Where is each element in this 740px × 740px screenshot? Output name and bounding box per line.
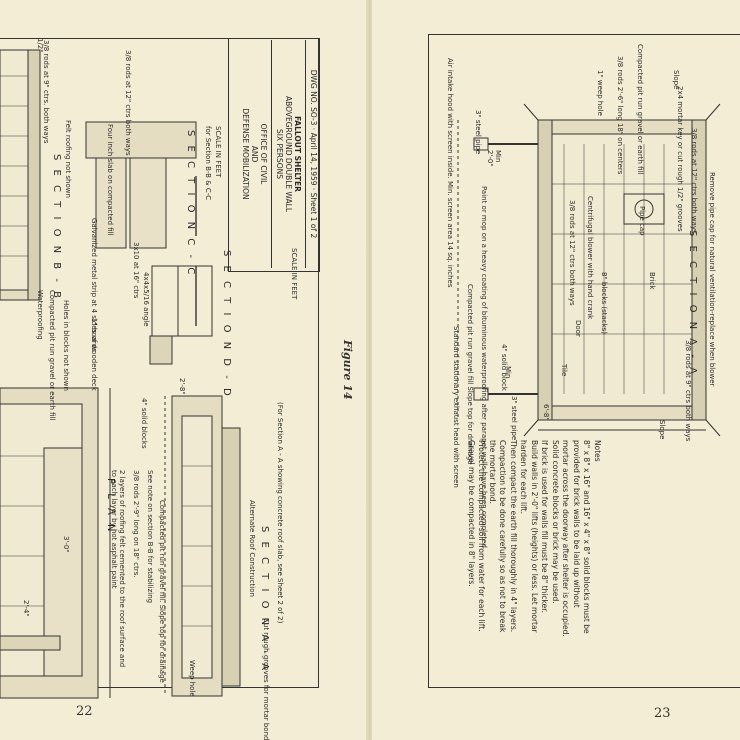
label-galvanized: Galvanized metal strip at 4 sides of woo… bbox=[90, 218, 98, 391]
label-dim-6-8: 6'-8" bbox=[542, 404, 550, 421]
right-drawing-frame bbox=[428, 34, 740, 688]
label-weep-hole: Weep hole bbox=[188, 660, 196, 697]
page-number-right: 23 bbox=[654, 706, 671, 721]
label-compacted-gravel: Compacted pit run gravel or earth fill bbox=[636, 44, 644, 175]
label-rods-9: 3/8 rods at 9" ctrs both ways bbox=[684, 340, 692, 442]
right-page: Air intake hood with screen inside. Min.… bbox=[341, 0, 740, 740]
label-four-inch-slab: Four inch slab on compacted fill bbox=[106, 124, 114, 236]
label-rods-12: 3/8 rods at 12" ctrs both ways bbox=[124, 50, 132, 156]
label-dim-2-0: 2'-0" bbox=[486, 150, 494, 167]
note-line: Build walls in 2'-0" lifts (heights) or … bbox=[530, 440, 539, 633]
label-standard-exhaust: Standard stationary exhaust head with sc… bbox=[452, 326, 460, 488]
book-gutter bbox=[366, 0, 374, 740]
label-mortar-key: 2x4 mortar key or cut rough 1/2" grooves bbox=[676, 86, 684, 232]
note-line: provided for brick walls to be laid up w… bbox=[572, 440, 581, 608]
section-cc-title: S E C T I O N C - C bbox=[185, 130, 196, 278]
note-line: If brick is used for walls fill must be … bbox=[540, 440, 550, 613]
label-two-layers: 2 layers of roofing felt cemented to the… bbox=[110, 470, 126, 668]
label-pipe-cap: Pipe cap bbox=[638, 206, 646, 236]
section-bb-title: S E C T I O N B - B bbox=[51, 154, 62, 301]
note-line: Then compact the earth fill thoroughly i… bbox=[509, 440, 518, 633]
left-page: DWG NO. SO-3 · April 14, 1959 · Sheet 1 … bbox=[0, 0, 368, 740]
note-line: harden for each lift. bbox=[519, 440, 529, 514]
label-alt-roof-note: (For Section A - A showing concrete roof… bbox=[276, 402, 284, 624]
note-line: Compaction to be done carefully so as no… bbox=[498, 440, 508, 633]
label-blocks-stacks: 8" blocks (stacks) bbox=[600, 272, 608, 335]
label-door: Door bbox=[574, 320, 582, 337]
label-rods-12-both: 3/8 rods at 12" ctrs both ways bbox=[690, 128, 698, 234]
note-line: Protect the compacted soil from water fo… bbox=[477, 440, 487, 632]
note-line: mortar across the doorway after shelter … bbox=[561, 440, 571, 637]
section-dd-title: S E C T I O N D - D bbox=[221, 250, 232, 399]
figure-label: Figure 14 bbox=[341, 340, 354, 400]
label-weep-hole: 1" weep hole bbox=[596, 70, 604, 116]
label-alt-roof: Alternate Roof Construction bbox=[248, 500, 256, 597]
label-centrifugal: Centrifugal blower with hand crank bbox=[586, 196, 594, 320]
note-line: the mortar bond. bbox=[488, 440, 497, 504]
notes-block: Notes 8" x 8" x 16" and 16" x 4" x 8" so… bbox=[466, 440, 602, 637]
label-compacted-fill-slope: Compacted pit run gravel fill Slope top … bbox=[466, 284, 474, 465]
note-line: 8" x 8" x 16" and 16" x 4" x 8" solid bl… bbox=[582, 440, 592, 634]
label-air-intake: Air intake hood with screen inside. Min.… bbox=[446, 58, 454, 288]
label-felt-roofing: Felt roofing not shown bbox=[64, 120, 72, 198]
note-line: Gravel may be compacted in 8" layers. bbox=[467, 440, 476, 587]
label-scale-feet-cc: SCALE IN FEET bbox=[214, 126, 222, 178]
dim-2-4: 2'-4" bbox=[22, 600, 30, 617]
left-drawing bbox=[0, 49, 241, 699]
label-holes-blocks: Holes in blocks not shown bbox=[62, 300, 70, 391]
label-min-top: Min bbox=[494, 150, 502, 163]
label-compacted-gravel: Compacted pit run gravel or earth fill bbox=[48, 290, 56, 421]
label-solid-blocks: 4" solid blocks bbox=[140, 398, 148, 449]
label-rods-12: 3/8 rods at 12" ctrs both ways bbox=[568, 200, 576, 306]
label-rods-2-6: 3/8 rods 2'-6" long 18" on centers bbox=[616, 56, 624, 175]
label-steel-pipe: 3" steel pipe bbox=[474, 110, 482, 155]
label-steel-pipe-2: 3" steel pipe bbox=[510, 396, 518, 441]
label-scale-feet-dd: SCALE IN FEET bbox=[290, 248, 298, 300]
page-number-left: 22 bbox=[76, 704, 93, 719]
label-tile: Tile bbox=[560, 364, 568, 377]
label-rods-24: 3/8 rods 2'-9" long on 18" ctrs. bbox=[132, 470, 140, 578]
label-angle: 4x4x5/16 angle bbox=[142, 272, 150, 327]
dim-half-inch: 1/2" bbox=[36, 38, 44, 53]
label-joists: 3x10 at 16" ctrs bbox=[132, 242, 140, 299]
right-drawing bbox=[457, 103, 721, 437]
label-rods-9: 3/8 rods at 9" ctrs. both ways bbox=[42, 40, 50, 144]
label-waterproofing: Waterproofing bbox=[36, 290, 44, 340]
left-drawing-frame bbox=[0, 38, 319, 688]
label-brick: Brick bbox=[648, 272, 656, 290]
label-cut-rough: Cut rough grooves for mortar bond bbox=[262, 618, 270, 740]
note-line: Solid concrete blocks or brick may be us… bbox=[551, 440, 560, 604]
note-line: Notes bbox=[593, 440, 602, 462]
label-see-note: See note on section B-B for stabilizing bbox=[146, 470, 154, 604]
title-block bbox=[228, 38, 320, 272]
dim-3-0: 3'-0" bbox=[62, 536, 70, 553]
label-scale-note-cc: for Section B-B & C-C bbox=[204, 126, 212, 201]
dim-2-8: 2'-8" bbox=[178, 378, 186, 395]
label-min-bottom: Min bbox=[504, 366, 512, 379]
label-compacted-fill-drainage: Compacted pit run gravel fill. Slope top… bbox=[158, 500, 166, 683]
label-slope-bottom: Slope bbox=[658, 420, 666, 440]
label-remove-pipe-cap: Remove pipe cap for natural ventilation-… bbox=[708, 172, 716, 387]
label-boards: 1" boards bbox=[90, 318, 98, 352]
